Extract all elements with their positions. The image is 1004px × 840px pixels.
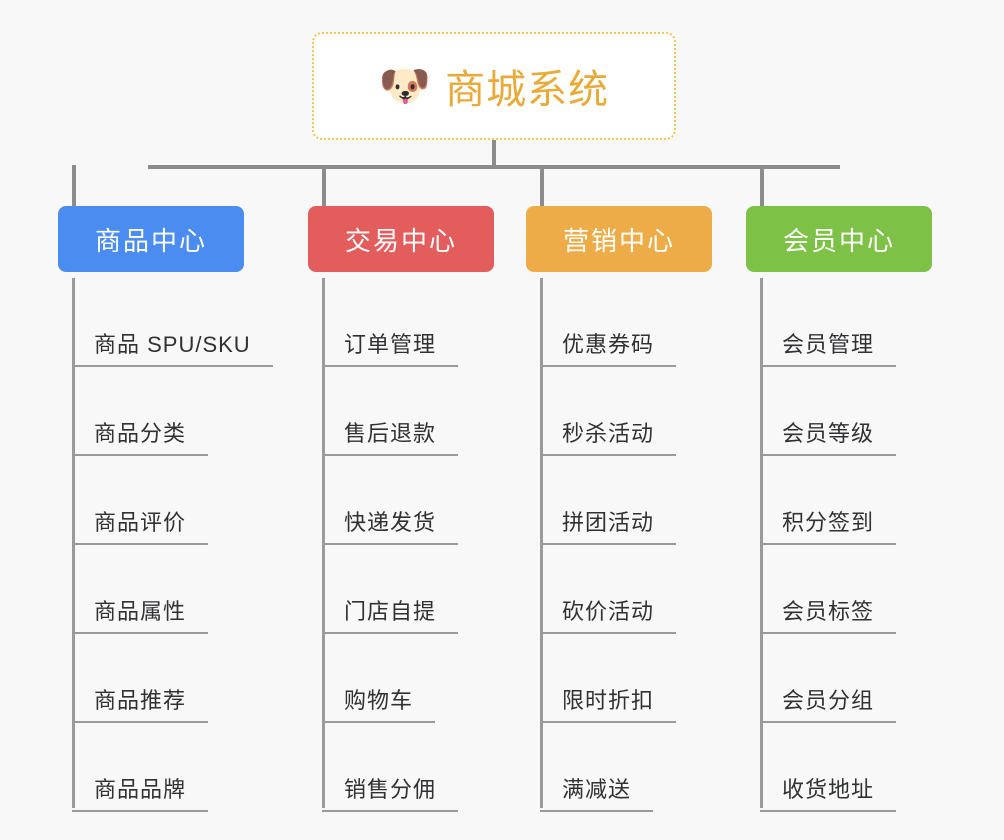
leaf-item-label: 收货地址	[760, 772, 897, 812]
leaf-item[interactable]: 订单管理	[322, 278, 459, 367]
leaf-item[interactable]: 优惠券码	[540, 278, 677, 367]
category-pill-marketing-center[interactable]: 营销中心	[526, 206, 712, 272]
leaf-item-label: 会员等级	[760, 416, 897, 456]
leaf-item-label: 会员标签	[760, 594, 897, 634]
column-member-center: 会员中心会员管理会员等级积分签到会员标签会员分组收货地址	[746, 206, 932, 812]
leaf-item[interactable]: 购物车	[322, 634, 458, 723]
leaf-item[interactable]: 商品推荐	[72, 634, 273, 723]
connector-drop-trade-center	[322, 165, 326, 206]
leaf-item-label: 商品分类	[72, 416, 209, 456]
leaf-item[interactable]: 积分签到	[760, 456, 897, 545]
leaf-item-label: 商品品牌	[72, 772, 209, 812]
leaf-item-label: 会员分组	[760, 683, 897, 723]
leaf-item[interactable]: 售后退款	[322, 367, 459, 456]
leaf-item[interactable]: 会员管理	[760, 278, 897, 367]
category-pill-member-center[interactable]: 会员中心	[746, 206, 932, 272]
column-marketing-center: 营销中心优惠券码秒杀活动拼团活动砍价活动限时折扣满减送	[526, 206, 712, 812]
leaf-item[interactable]: 商品评价	[72, 456, 273, 545]
leaf-item-label: 会员管理	[760, 327, 897, 367]
leaf-item[interactable]: 会员等级	[760, 367, 897, 456]
leaf-item[interactable]: 商品分类	[72, 367, 273, 456]
leaf-item-label: 砍价活动	[540, 594, 677, 634]
dog-face-icon: 🐶	[378, 62, 432, 109]
leaf-item[interactable]: 会员分组	[760, 634, 897, 723]
root-node[interactable]: 🐶 商城系统	[312, 32, 676, 140]
leaf-item-label: 秒杀活动	[540, 416, 677, 456]
leaf-item[interactable]: 拼团活动	[540, 456, 677, 545]
leaf-item-label: 商品推荐	[72, 683, 209, 723]
column-trade-center: 交易中心订单管理售后退款快递发货门店自提购物车销售分佣	[308, 206, 494, 812]
leaf-item-label: 优惠券码	[540, 327, 677, 367]
leaf-item-label: 订单管理	[322, 327, 459, 367]
leaf-list-member-center: 会员管理会员等级积分签到会员标签会员分组收货地址	[760, 278, 897, 812]
leaf-item[interactable]: 门店自提	[322, 545, 459, 634]
category-pill-product-center[interactable]: 商品中心	[58, 206, 244, 272]
leaf-item-label: 拼团活动	[540, 505, 677, 545]
leaf-item-label: 快递发货	[322, 505, 459, 545]
leaf-item[interactable]: 砍价活动	[540, 545, 677, 634]
leaf-item[interactable]: 限时折扣	[540, 634, 677, 723]
leaf-item-label: 商品评价	[72, 505, 209, 545]
leaf-item[interactable]: 收货地址	[760, 723, 897, 812]
connector-horizontal-bar	[148, 165, 840, 169]
leaf-item[interactable]: 秒杀活动	[540, 367, 677, 456]
leaf-item[interactable]: 会员标签	[760, 545, 897, 634]
leaf-item-label: 限时折扣	[540, 683, 677, 723]
connector-drop-marketing-center	[540, 165, 544, 206]
leaf-item-label: 积分签到	[760, 505, 897, 545]
leaf-item[interactable]: 商品属性	[72, 545, 273, 634]
leaf-item-label: 购物车	[322, 683, 436, 723]
connector-drop-product-center	[72, 165, 76, 206]
column-product-center: 商品中心商品 SPU/SKU 商品分类商品评价商品属性商品推荐商品品牌	[58, 206, 273, 812]
leaf-list-marketing-center: 优惠券码秒杀活动拼团活动砍价活动限时折扣满减送	[540, 278, 677, 812]
connector-stem	[492, 140, 496, 168]
leaf-list-product-center: 商品 SPU/SKU 商品分类商品评价商品属性商品推荐商品品牌	[72, 278, 273, 812]
leaf-item-label: 门店自提	[322, 594, 459, 634]
leaf-item-label: 售后退款	[322, 416, 459, 456]
leaf-item-label: 销售分佣	[322, 772, 459, 812]
connector-drop-member-center	[760, 165, 764, 206]
root-title: 商城系统	[445, 68, 610, 112]
leaf-item[interactable]: 满减送	[540, 723, 676, 812]
leaf-item-label: 商品 SPU/SKU	[72, 327, 273, 367]
leaf-list-trade-center: 订单管理售后退款快递发货门店自提购物车销售分佣	[322, 278, 459, 812]
leaf-item-label: 商品属性	[72, 594, 209, 634]
leaf-item[interactable]: 商品 SPU/SKU	[72, 278, 273, 367]
leaf-item[interactable]: 商品品牌	[72, 723, 273, 812]
leaf-item[interactable]: 销售分佣	[322, 723, 459, 812]
category-pill-trade-center[interactable]: 交易中心	[308, 206, 494, 272]
leaf-item[interactable]: 快递发货	[322, 456, 459, 545]
leaf-item-label: 满减送	[540, 772, 654, 812]
